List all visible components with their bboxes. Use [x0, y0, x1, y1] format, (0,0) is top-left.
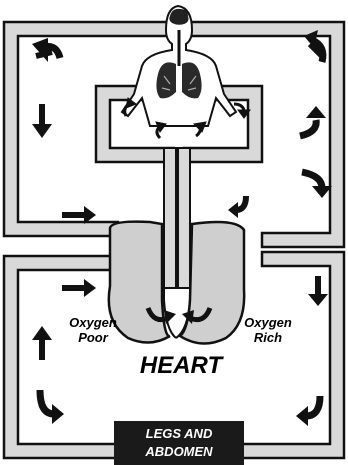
arrowhead-bottom-left-icon [52, 404, 64, 424]
arrowhead-right-lower-icon [84, 279, 96, 297]
oxygen-poor-label-2: Poor [78, 330, 109, 345]
heart-arrowhead-left-icon [164, 310, 176, 324]
pulmonary-vein [178, 148, 190, 288]
arrowhead-bottom-right-icon [296, 406, 308, 426]
arrow-bottom-left-body-icon [40, 390, 54, 414]
arrowhead-right-mid-icon [306, 106, 326, 118]
pulmonary-artery [164, 148, 176, 288]
heart-left-chamber [109, 222, 170, 343]
arrowhead-right-down-icon [308, 294, 328, 306]
arrow-right-curve-body-icon [302, 172, 322, 188]
oxygen-rich-label-2: Rich [254, 330, 282, 345]
arrowhead-left-down-icon [32, 124, 52, 138]
arrowhead-left-up-icon [32, 326, 52, 340]
legs-abdomen-label-1: LEGS AND [146, 426, 213, 441]
legs-abdomen-label-2: ABDOMEN [144, 444, 213, 459]
small-arrow-4-icon [234, 104, 244, 110]
arrow-bottom-right-body-icon [306, 396, 320, 416]
arrow-right-mid-body-icon [300, 120, 316, 136]
heart-label: HEART [140, 352, 225, 379]
oxygen-rich-label-1: Oxygen [244, 315, 292, 330]
oxygen-poor-label-1: Oxygen [69, 315, 117, 330]
arrowhead-inner-right-icon [228, 202, 238, 218]
